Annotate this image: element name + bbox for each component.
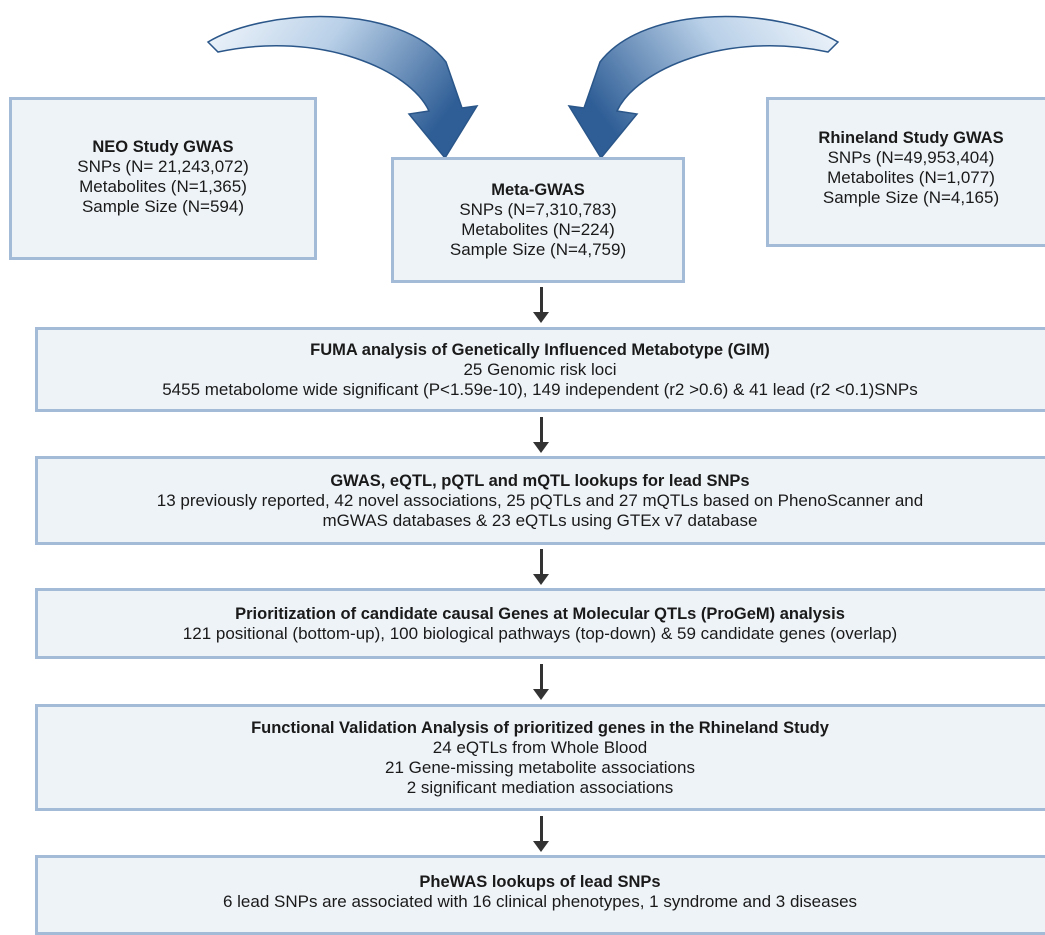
fuma-title: FUMA analysis of Genetically Influenced … (310, 340, 770, 359)
fuma-line-2: 5455 metabolome wide significant (P<1.59… (162, 379, 918, 399)
phewas-line-1: 6 lead SNPs are associated with 16 clini… (222, 892, 858, 911)
rhineland-study-gwas-box: Rhineland Study GWAS SNPs (N=49,953,404)… (766, 97, 1045, 247)
right-curved-arrow (567, 15, 840, 160)
phewas-title: PheWAS lookups of lead SNPs (419, 873, 661, 891)
fuma-line-1: 25 Genomic risk loci (463, 359, 617, 379)
rhineland-title: Rhineland Study GWAS (818, 129, 1004, 147)
neo-sample-size: Sample Size (N=594) (81, 196, 245, 216)
meta-gwas-box: Meta-GWAS SNPs (N=7,310,783) Metabolites… (391, 157, 685, 283)
neo-snps: SNPs (N= 21,243,072) (77, 156, 249, 176)
progem-analysis-box: Prioritization of candidate causal Genes… (35, 588, 1045, 659)
progem-line-1: 121 positional (bottom-up), 100 biologic… (182, 623, 898, 643)
meta-title: Meta-GWAS (491, 181, 585, 199)
validation-line-2: 21 Gene-missing metabolite associations (385, 757, 695, 777)
lookups-title: GWAS, eQTL, pQTL and mQTL lookups for le… (330, 471, 750, 490)
rhineland-sample-size: Sample Size (N=4,165) (822, 188, 1000, 207)
lookups-box: GWAS, eQTL, pQTL and mQTL lookups for le… (35, 456, 1045, 545)
neo-study-gwas-box: NEO Study GWAS SNPs (N= 21,243,072) Meta… (9, 97, 317, 260)
validation-line-3: 2 significant mediation associations (406, 777, 674, 797)
left-curved-arrow (206, 15, 479, 160)
functional-validation-box: Functional Validation Analysis of priori… (35, 704, 1045, 811)
progem-title: Prioritization of candidate causal Genes… (235, 604, 845, 623)
meta-sample-size: Sample Size (N=4,759) (449, 240, 627, 259)
validation-line-1: 24 eQTLs from Whole Blood (432, 737, 648, 757)
meta-metabolites: Metabolites (N=224) (461, 220, 615, 239)
meta-snps: SNPs (N=7,310,783) (459, 200, 617, 219)
neo-title: NEO Study GWAS (92, 137, 234, 156)
neo-metabolites: Metabolites (N=1,365) (79, 176, 247, 196)
validation-title: Functional Validation Analysis of priori… (251, 718, 829, 737)
rhineland-snps: SNPs (N=49,953,404) (827, 148, 995, 167)
rhineland-metabolites: Metabolites (N=1,077) (827, 168, 995, 187)
lookups-line-1: 13 previously reported, 42 novel associa… (156, 490, 924, 510)
lookups-line-2: mGWAS databases & 23 eQTLs using GTEx v7… (322, 510, 758, 530)
fuma-analysis-box: FUMA analysis of Genetically Influenced … (35, 327, 1045, 412)
phewas-lookups-box: PheWAS lookups of lead SNPs 6 lead SNPs … (35, 855, 1045, 935)
